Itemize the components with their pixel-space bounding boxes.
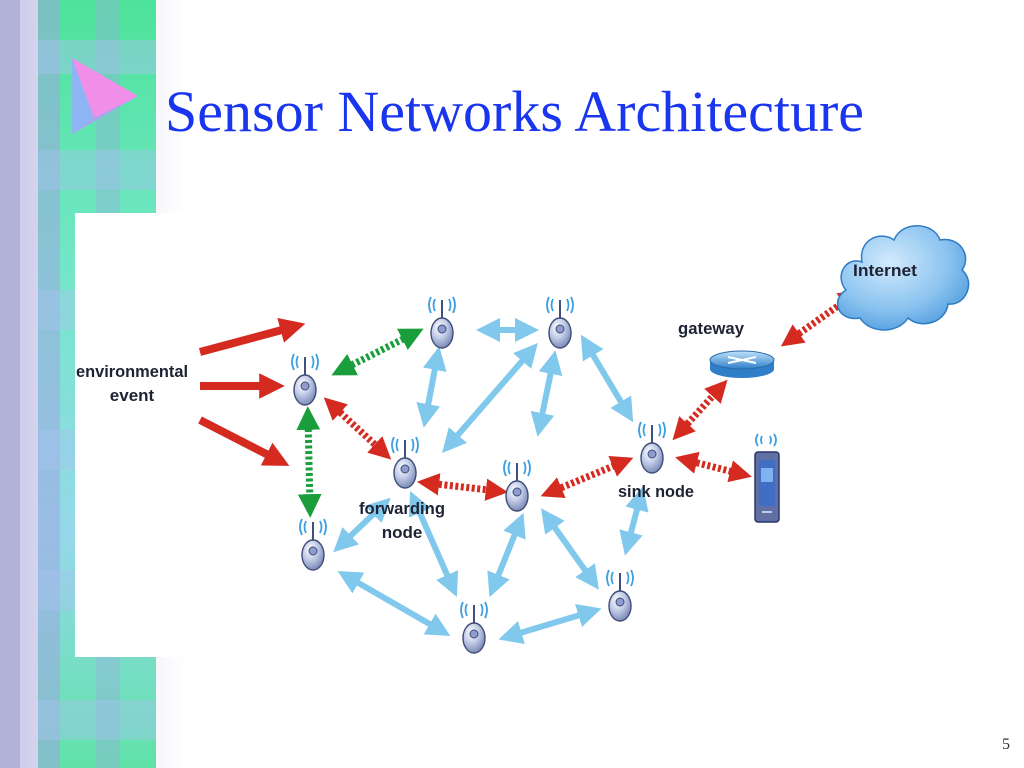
sink-node-icon — [638, 421, 666, 474]
link — [323, 397, 392, 460]
link — [331, 328, 424, 376]
wireless-links — [333, 318, 649, 645]
environmental-event-label: environmental — [76, 362, 188, 381]
sensor-node-icon — [460, 601, 488, 654]
gateway-label: gateway — [678, 319, 745, 338]
page-number: 5 — [1002, 736, 1010, 753]
link — [619, 486, 649, 556]
forwarding-node-icon — [391, 436, 419, 489]
link — [487, 512, 526, 598]
sensor-node-icon — [291, 353, 319, 406]
link — [530, 350, 563, 437]
forwarding-node-label: node — [382, 523, 423, 542]
environmental-event-label: event — [110, 386, 155, 405]
slide-title: Sensor Networks Architecture — [165, 79, 865, 144]
event-arrow — [198, 317, 306, 356]
internet-cloud-icon — [836, 225, 970, 331]
title-bullet-icon — [72, 58, 138, 134]
sensing-links — [296, 328, 424, 518]
sink-node-label: sink node — [618, 482, 694, 501]
link — [442, 342, 538, 454]
handheld-device-icon — [754, 433, 780, 523]
sensor-node-icon — [503, 459, 531, 512]
link — [498, 603, 602, 645]
link — [672, 379, 728, 441]
link — [333, 497, 391, 553]
sensor-node-icon — [606, 569, 634, 622]
link — [675, 451, 752, 483]
link — [540, 455, 634, 499]
link — [580, 334, 634, 423]
event-arrow — [198, 416, 290, 466]
link — [541, 508, 599, 590]
internet-label: Internet — [853, 261, 917, 280]
forwarding-node-label: forwarding — [359, 499, 445, 518]
link — [296, 406, 322, 518]
link — [416, 473, 509, 501]
gateway-router-icon — [709, 350, 775, 378]
sensor-node-icon — [299, 518, 327, 571]
sensor-node-icon — [428, 296, 456, 349]
event-arrows — [198, 317, 306, 466]
link — [416, 346, 447, 428]
link — [337, 571, 451, 636]
sensor-node-icon — [546, 296, 574, 349]
